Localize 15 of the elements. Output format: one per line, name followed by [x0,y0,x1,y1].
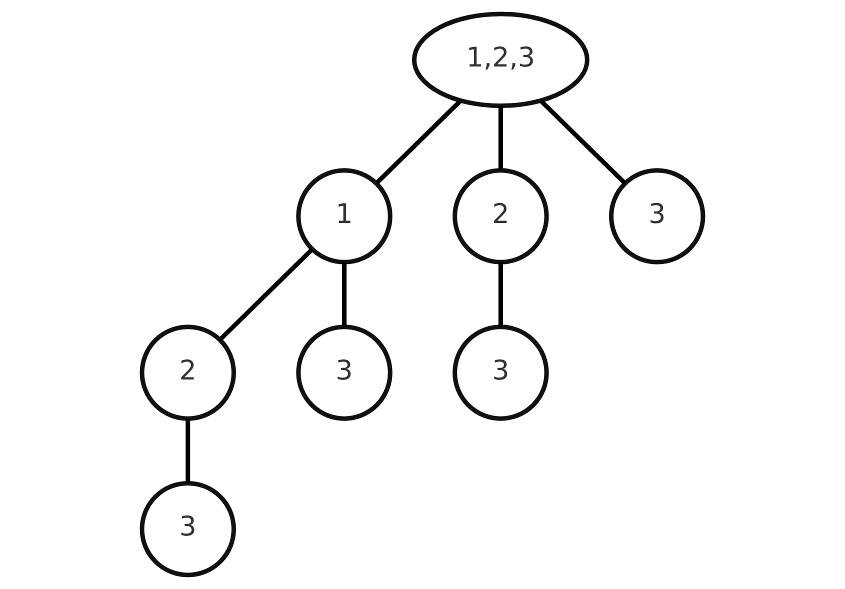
node-circle: 3 [609,168,706,264]
connector [342,262,347,326]
connector [374,99,462,185]
connector [498,106,503,170]
connector [186,418,190,483]
connector [539,99,626,185]
connector [498,262,503,326]
node-circle: 3 [140,481,236,578]
connector [218,248,314,341]
node-circle: 2 [140,324,236,421]
node-circle: 3 [452,324,549,421]
node-circle: 3 [296,324,392,421]
node-circle: 1 [296,168,392,264]
node-ellipse: 1,2,3 [412,12,590,108]
node-circle: 2 [452,168,549,264]
